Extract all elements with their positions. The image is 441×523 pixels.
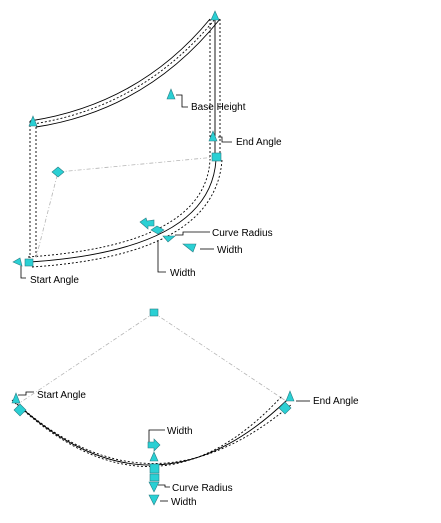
width-right-triangle-grip-icon[interactable] <box>182 243 197 253</box>
plan-width-top-leader <box>148 429 165 442</box>
wall-top-edge-mid <box>32 18 216 125</box>
plan-start-diamond-grip-icon[interactable] <box>13 403 27 417</box>
plan-start-triangle-grip-icon[interactable] <box>11 392 21 404</box>
plan-radius-guide-left <box>17 312 155 405</box>
iso-radius-guide <box>35 156 217 259</box>
plan-width-down-triangle-grip-icon[interactable] <box>148 494 160 506</box>
plan-middle-square-grip-icon[interactable] <box>149 463 160 474</box>
base-height-leader <box>176 94 188 108</box>
isometric-wall-view: Base Height End Angle Curve Radius Width… <box>12 10 282 286</box>
width-below-leader <box>157 240 166 273</box>
wall-bottom-edge-outer <box>27 159 211 258</box>
plan-width-top-label: Width <box>167 426 193 437</box>
base-height-triangle-grip-icon[interactable] <box>166 88 176 100</box>
plan-start-angle-leader <box>18 391 34 396</box>
plan-center-square-grip-icon[interactable] <box>149 308 159 317</box>
curve-radius-diamond-grip-icon[interactable] <box>150 225 165 235</box>
top-triangle-grip-icon[interactable] <box>210 10 220 21</box>
end-square-grip-icon[interactable] <box>211 152 222 162</box>
plan-curve-radius-triangle-grip-icon[interactable] <box>148 481 160 493</box>
plan-arc-mid <box>16 399 288 466</box>
end-angle-triangle-grip-icon[interactable] <box>208 130 218 142</box>
plan-curve-radius-label: Curve Radius <box>172 483 233 494</box>
left-top-triangle-grip-icon[interactable] <box>28 115 38 127</box>
plan-end-diamond-grip-icon[interactable] <box>278 401 292 415</box>
plan-lower-square-grip-icon[interactable] <box>149 473 160 482</box>
width-arrow-grip-icon[interactable] <box>139 217 155 230</box>
iso-base-height-label: Base Height <box>191 102 246 113</box>
plan-up-triangle-grip-icon[interactable] <box>149 451 159 462</box>
wall-bottom-edge-mid <box>29 159 217 263</box>
plan-end-angle-label: End Angle <box>313 396 359 407</box>
plan-width-bottom-label: Width <box>171 497 197 508</box>
center-diamond-grip-icon[interactable] <box>51 166 65 178</box>
wall-top-edge-outer <box>29 18 211 122</box>
plan-curve-radius-leader <box>158 484 170 488</box>
curve-radius-triangle-grip-icon[interactable] <box>162 235 176 243</box>
curve-radius-leader <box>175 231 210 236</box>
plan-end-triangle-grip-icon[interactable] <box>285 390 295 402</box>
end-angle-leader <box>218 136 232 143</box>
iso-curve-radius-label: Curve Radius <box>212 228 273 239</box>
plan-width-arrow-grip-icon[interactable] <box>147 438 161 452</box>
start-triangle-grip-icon[interactable] <box>12 257 23 267</box>
iso-start-angle-label: Start Angle <box>30 275 79 286</box>
plan-wall-view: Start Angle End Angle Width Curve Radius… <box>11 308 359 508</box>
plan-arc-inner <box>21 403 293 464</box>
iso-width-right-label: Width <box>217 245 243 256</box>
start-square-grip-icon[interactable] <box>24 258 34 267</box>
plan-start-angle-label: Start Angle <box>37 390 86 401</box>
start-angle-leader <box>20 266 26 279</box>
plan-radius-guide-right <box>153 312 290 404</box>
wall-top-edge-inner <box>35 18 221 128</box>
iso-end-angle-label: End Angle <box>236 137 282 148</box>
iso-width-below-label: Width <box>170 268 196 279</box>
plan-arc-outer <box>11 395 283 467</box>
